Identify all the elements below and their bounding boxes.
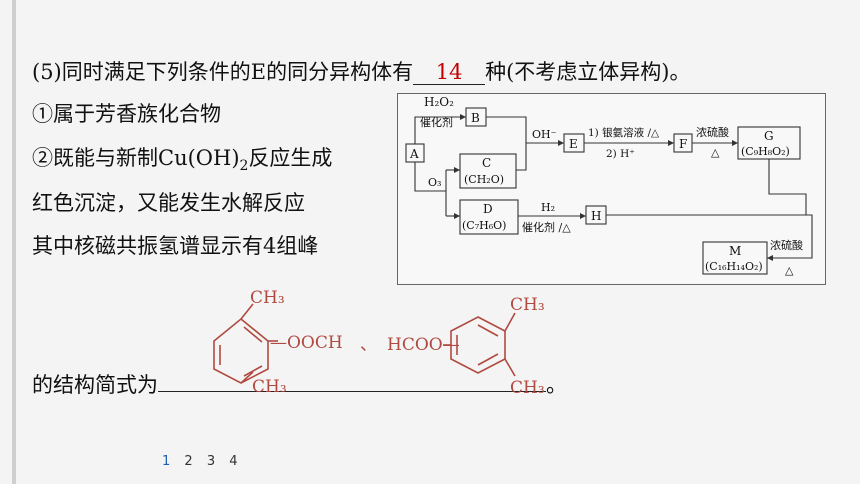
label-a: A xyxy=(409,147,419,161)
reagent-oh: OH⁻ xyxy=(532,128,557,141)
benzene-ring-1 xyxy=(213,317,269,384)
formula-m: (C₁₆H₁₄O₂) xyxy=(705,260,763,273)
label-f: F xyxy=(679,137,687,151)
reagent-h-plus: 2) H⁺ xyxy=(606,148,635,160)
condition-3: 其中核磁共振氢谱显示有4组峰 xyxy=(32,234,319,258)
page-3[interactable]: 3 xyxy=(206,454,218,469)
s1-formate-group: —OOCH xyxy=(270,333,343,353)
answer-blank: 14 xyxy=(413,60,486,85)
condition-2: ②既能与新制Cu(OH)2反应生成 xyxy=(32,143,332,181)
reagent-catalyst-1: 催化剂 xyxy=(420,115,453,129)
left-accent-bar xyxy=(12,0,16,484)
reagent-catalyst-2: 催化剂 /△ xyxy=(522,220,571,234)
page-4[interactable]: 4 xyxy=(229,454,240,469)
s1-methyl-bottom: CH₃ xyxy=(252,377,287,397)
condition-2-suffix: 反应生成 xyxy=(248,146,333,170)
formula-c: (CH₂O) xyxy=(464,173,504,186)
final-suffix: 。 xyxy=(546,373,567,397)
page-2[interactable]: 2 xyxy=(184,454,195,469)
label-d: D xyxy=(483,202,493,216)
final-text: 的结构简式为 xyxy=(32,373,158,397)
reagent-delta-1: △ xyxy=(711,146,720,159)
structure-blank xyxy=(158,371,546,392)
condition-2-subscript: 2 xyxy=(239,158,249,175)
s1-methyl-top: CH₃ xyxy=(250,288,285,308)
separator: 、 xyxy=(360,335,377,355)
box-d xyxy=(459,199,519,235)
reagent-silver: 1) 银氨溶液 /△ xyxy=(588,126,660,139)
question-text-suffix: 种(不考虑立体异构)。 xyxy=(485,60,691,84)
condition-2-cont: 红色沉淀，又能发生水解反应 xyxy=(32,191,305,215)
label-g: G xyxy=(764,129,774,143)
page-1[interactable]: 1 xyxy=(162,454,173,469)
question-text: (5)同时满足下列条件的E的同分异构体有 xyxy=(32,60,414,84)
condition-1: ①属于芳香族化合物 xyxy=(32,102,221,126)
reagent-acid-1: 浓硫酸 xyxy=(696,125,729,139)
final-line: 的结构简式为 。 xyxy=(32,370,567,400)
scheme-svg: A B H₂O₂ 催化剂 O₃ C (CH₂O) D (C₇H₆O) OH⁻ E… xyxy=(405,95,813,277)
formula-d: (C₇H₆O) xyxy=(462,219,506,232)
s2-methyl-top: CH₃ xyxy=(510,295,545,315)
structure-2-ring xyxy=(443,312,516,377)
condition-2-text: ②既能与新制Cu(OH) xyxy=(32,146,240,170)
reagent-delta-2: △ xyxy=(785,264,794,277)
s2-methyl-bottom: CH₃ xyxy=(510,378,545,398)
label-m: M xyxy=(729,244,741,258)
reagent-h2o2: H₂O₂ xyxy=(424,95,454,109)
reagent-h2: H₂ xyxy=(541,201,555,214)
reagent-acid-2: 浓硫酸 xyxy=(770,238,803,252)
label-b: B xyxy=(471,111,480,125)
formula-g: (C₉H₈O₂) xyxy=(741,145,790,158)
label-c: C xyxy=(482,156,491,170)
reaction-scheme: A B H₂O₂ 催化剂 O₃ C (CH₂O) D (C₇H₆O) OH⁻ E… xyxy=(397,93,826,285)
label-e: E xyxy=(569,137,578,151)
structure-1-ring xyxy=(213,303,278,384)
box-c xyxy=(459,153,517,189)
s2-formate-group: HCOO— xyxy=(387,335,460,355)
reagent-o3: O₃ xyxy=(428,176,441,189)
label-h: H xyxy=(591,209,601,223)
page-indicator: 1 2 3 4 xyxy=(162,454,246,469)
